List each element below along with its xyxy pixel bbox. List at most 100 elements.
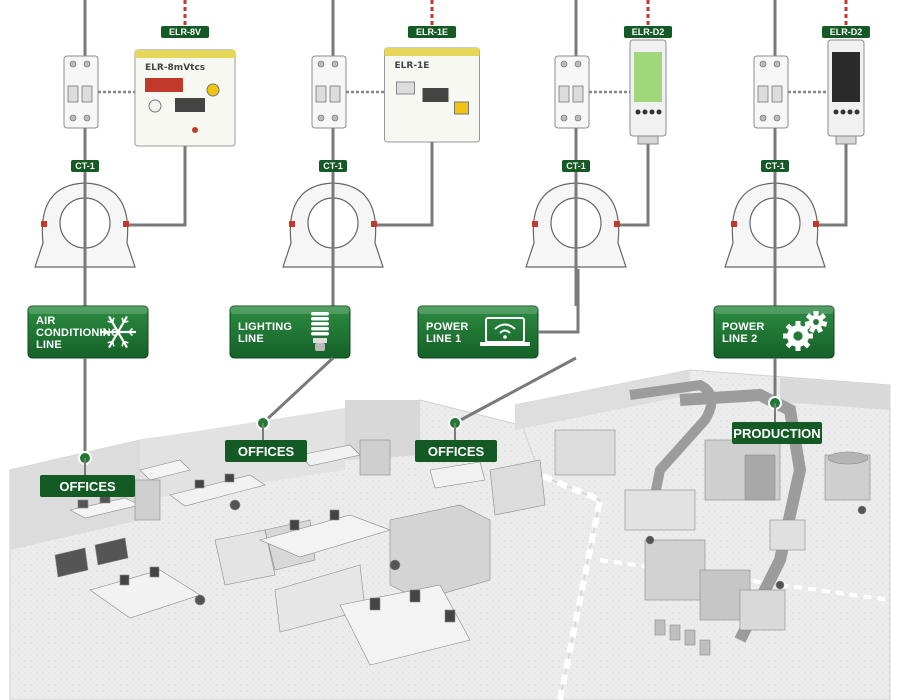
din-clip <box>835 135 857 145</box>
terminal-screw <box>759 60 767 68</box>
office-furniture <box>54 439 546 666</box>
breaker-toggle <box>757 85 769 103</box>
relay-tag-label: ELR-D2 <box>632 27 665 37</box>
line-panel-label: AIR <box>36 315 56 327</box>
breaker-toggle <box>81 85 93 103</box>
relay-button <box>649 109 655 115</box>
terminal-screw <box>317 60 325 68</box>
terminal-screw <box>317 114 325 122</box>
relay-knob <box>148 99 162 113</box>
relay-knob <box>206 83 220 97</box>
lightbulb-icon <box>311 312 329 351</box>
drop-wire <box>261 356 335 425</box>
sensor-wire <box>373 142 434 227</box>
line-panel-label: LINE 2 <box>722 333 757 345</box>
terminal-screw <box>560 60 568 68</box>
walkway <box>538 472 604 700</box>
line-panel-label: POWER <box>722 321 765 333</box>
relay-led <box>192 127 198 133</box>
relay-display <box>634 52 662 102</box>
relay-title: ELR-8mVtcs <box>145 63 205 73</box>
sensor-wire <box>815 144 848 227</box>
line-panel-label: LINE <box>36 339 62 351</box>
terminal-screw <box>83 114 91 122</box>
relay-display <box>832 52 860 102</box>
terminal-screw <box>574 60 582 68</box>
terminal-screw <box>331 114 339 122</box>
terminal-screw <box>759 114 767 122</box>
relay-tag-label: ELR-1E <box>416 27 448 37</box>
ct-tag-label: CT-1 <box>323 161 343 171</box>
drop-wire <box>454 356 577 425</box>
relay-tag <box>822 26 870 38</box>
terminal-screw <box>69 60 77 68</box>
breaker-toggle <box>572 85 584 103</box>
line-panel-label: POWER <box>426 321 469 333</box>
relay-top-strip <box>384 48 480 56</box>
relay-top-strip <box>135 50 235 58</box>
ct-tag <box>761 160 789 172</box>
relay-tag-label: ELR-D2 <box>830 27 863 37</box>
terminal-screw <box>773 60 781 68</box>
area-label: PRODUCTION <box>732 422 822 444</box>
sensor-wire <box>616 144 650 227</box>
area-label-text: OFFICES <box>428 444 485 459</box>
return-wire <box>538 269 580 334</box>
relay-tag <box>161 26 209 38</box>
relay-columns: ELR-8VELR-8mVtcsCT-1AIRCONDITIONINGLINEO… <box>27 0 870 497</box>
relay-dip-switch <box>422 88 449 102</box>
breaker-toggle <box>329 85 341 103</box>
production-wall-right <box>780 378 890 410</box>
ct-tag <box>71 160 99 172</box>
relay-dip-switch <box>175 98 205 112</box>
breaker-toggle <box>67 85 79 103</box>
production-machinery <box>554 379 871 656</box>
area-label: OFFICES <box>415 440 497 462</box>
relay-button <box>833 109 839 115</box>
production-wall <box>515 370 690 430</box>
area-label-text: PRODUCTION <box>733 426 820 441</box>
relay-button <box>847 109 853 115</box>
breaker-toggle <box>771 85 783 103</box>
terminal-screw <box>69 114 77 122</box>
line-panel-label: LINE <box>238 333 264 345</box>
breaker-toggle <box>558 85 570 103</box>
line-panel-label: LIGHTING <box>238 321 292 333</box>
breaker-toggle <box>315 85 327 103</box>
relay-display <box>145 78 183 92</box>
line-panel-label: CONDITIONING <box>36 327 120 339</box>
terminal-screw <box>331 60 339 68</box>
area-label-text: OFFICES <box>238 444 295 459</box>
relay-button <box>854 109 860 115</box>
snowflake-icon <box>100 315 136 349</box>
ct-tag-label: CT-1 <box>75 161 95 171</box>
ct-tag-label: CT-1 <box>765 161 785 171</box>
relay-title: ELR-1E <box>395 61 430 71</box>
area-label: OFFICES <box>40 475 135 497</box>
din-clip <box>637 135 659 145</box>
relay-button <box>635 109 641 115</box>
terminal-screw <box>773 114 781 122</box>
terminal-screw <box>83 60 91 68</box>
ct-tag-label: CT-1 <box>566 161 586 171</box>
ct-tag <box>319 160 347 172</box>
relay-tag <box>408 26 456 38</box>
relay-button <box>840 109 846 115</box>
sensor-wire <box>125 146 187 227</box>
ct-tag <box>562 160 590 172</box>
gears-icon <box>783 311 828 351</box>
relay-tag <box>624 26 672 38</box>
relay-tag-label: ELR-8V <box>169 27 201 37</box>
terminal-screw <box>560 114 568 122</box>
relay-button <box>454 101 469 115</box>
terminal-screw <box>574 114 582 122</box>
